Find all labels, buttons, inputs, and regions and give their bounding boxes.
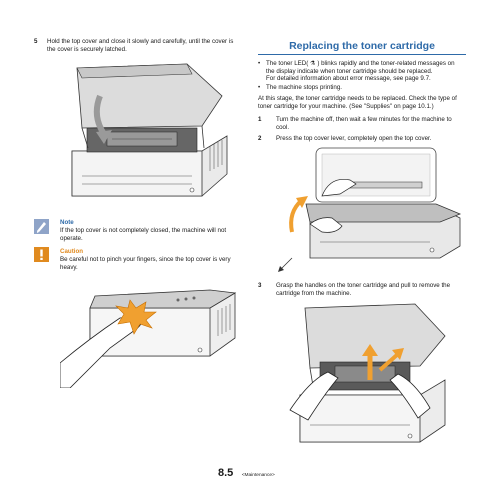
- bullet-1-line-1: The toner LED(⚗) blinks rapidly and the …: [266, 60, 466, 68]
- caution-text: Be careful not to pinch your fingers, si…: [60, 256, 250, 271]
- illustration-open-top-cover: [270, 146, 470, 276]
- footer: 8.5 <Maintenance>: [218, 463, 275, 481]
- step-3-line-1: Grasp the handles on the toner cartridge…: [276, 282, 451, 289]
- bullet-1-line-2: the display indicate when toner cartridg…: [266, 67, 433, 75]
- step-3-text: Grasp the handles on the toner cartridge…: [276, 282, 466, 297]
- step-5-number: 5: [34, 38, 38, 45]
- step-1-number: 1: [258, 116, 262, 123]
- bullet-1-text: The toner LED(⚗) blinks rapidly and the …: [266, 60, 466, 83]
- step-3-line-2: cartridge from the machine.: [276, 289, 352, 297]
- caution-label: Caution: [60, 248, 84, 255]
- section-name: <Maintenance>: [241, 473, 275, 478]
- bullet-1-line-1-a: The toner LED(: [266, 60, 309, 67]
- step-3-number: 3: [258, 282, 262, 289]
- caution-icon: [34, 247, 49, 262]
- step-1-text: Turn the machine off, then wait a few mi…: [276, 116, 466, 131]
- step-1-line-2: cool.: [276, 123, 290, 131]
- intro-line-2: toner cartridge for your machine. (See "…: [258, 102, 434, 110]
- bullet-2-marker: •: [258, 84, 261, 91]
- illustration-close-top-cover: [52, 56, 247, 206]
- bullet-1-marker: •: [258, 60, 261, 67]
- caution-line-2: heavy.: [60, 263, 78, 271]
- step-5-text: Hold the top cover and close it slowly a…: [47, 38, 247, 53]
- note-line-2: operate.: [60, 234, 83, 242]
- step-1-line-1: Turn the machine off, then wait a few mi…: [276, 116, 452, 123]
- illustration-remove-cartridge: [280, 300, 460, 450]
- step-2-text: Press the top cover lever, completely op…: [276, 135, 432, 142]
- step-2-number: 2: [258, 135, 262, 142]
- toner-led-icon: ⚗: [310, 60, 316, 67]
- caution-line-1: Be careful not to pinch your fingers, si…: [60, 256, 231, 263]
- step-5-line-1: Hold the top cover and close it slowly a…: [47, 38, 234, 45]
- illustration-pinch-warning: [60, 278, 250, 388]
- note-text: If the top cover is not completely close…: [60, 227, 250, 242]
- bullet-2-text: The machine stops printing.: [266, 84, 343, 91]
- intro-paragraph: At this stage, the toner cartridge needs…: [258, 95, 468, 110]
- note-line-1: If the top cover is not completely close…: [60, 227, 227, 234]
- page-number: 8.5: [218, 467, 234, 479]
- bullet-1-line-3: For detailed information about error mes…: [266, 75, 431, 83]
- heading-rule: [258, 54, 466, 55]
- bullet-1-line-1-b: ) blinks rapidly and the toner-related m…: [317, 60, 455, 67]
- note-label: Note: [60, 219, 74, 226]
- step-5-line-2: the cover is securely latched.: [47, 45, 127, 53]
- note-icon: [34, 219, 49, 234]
- intro-line-1: At this stage, the toner cartridge needs…: [258, 95, 457, 102]
- section-heading: Replacing the toner cartridge: [289, 40, 435, 52]
